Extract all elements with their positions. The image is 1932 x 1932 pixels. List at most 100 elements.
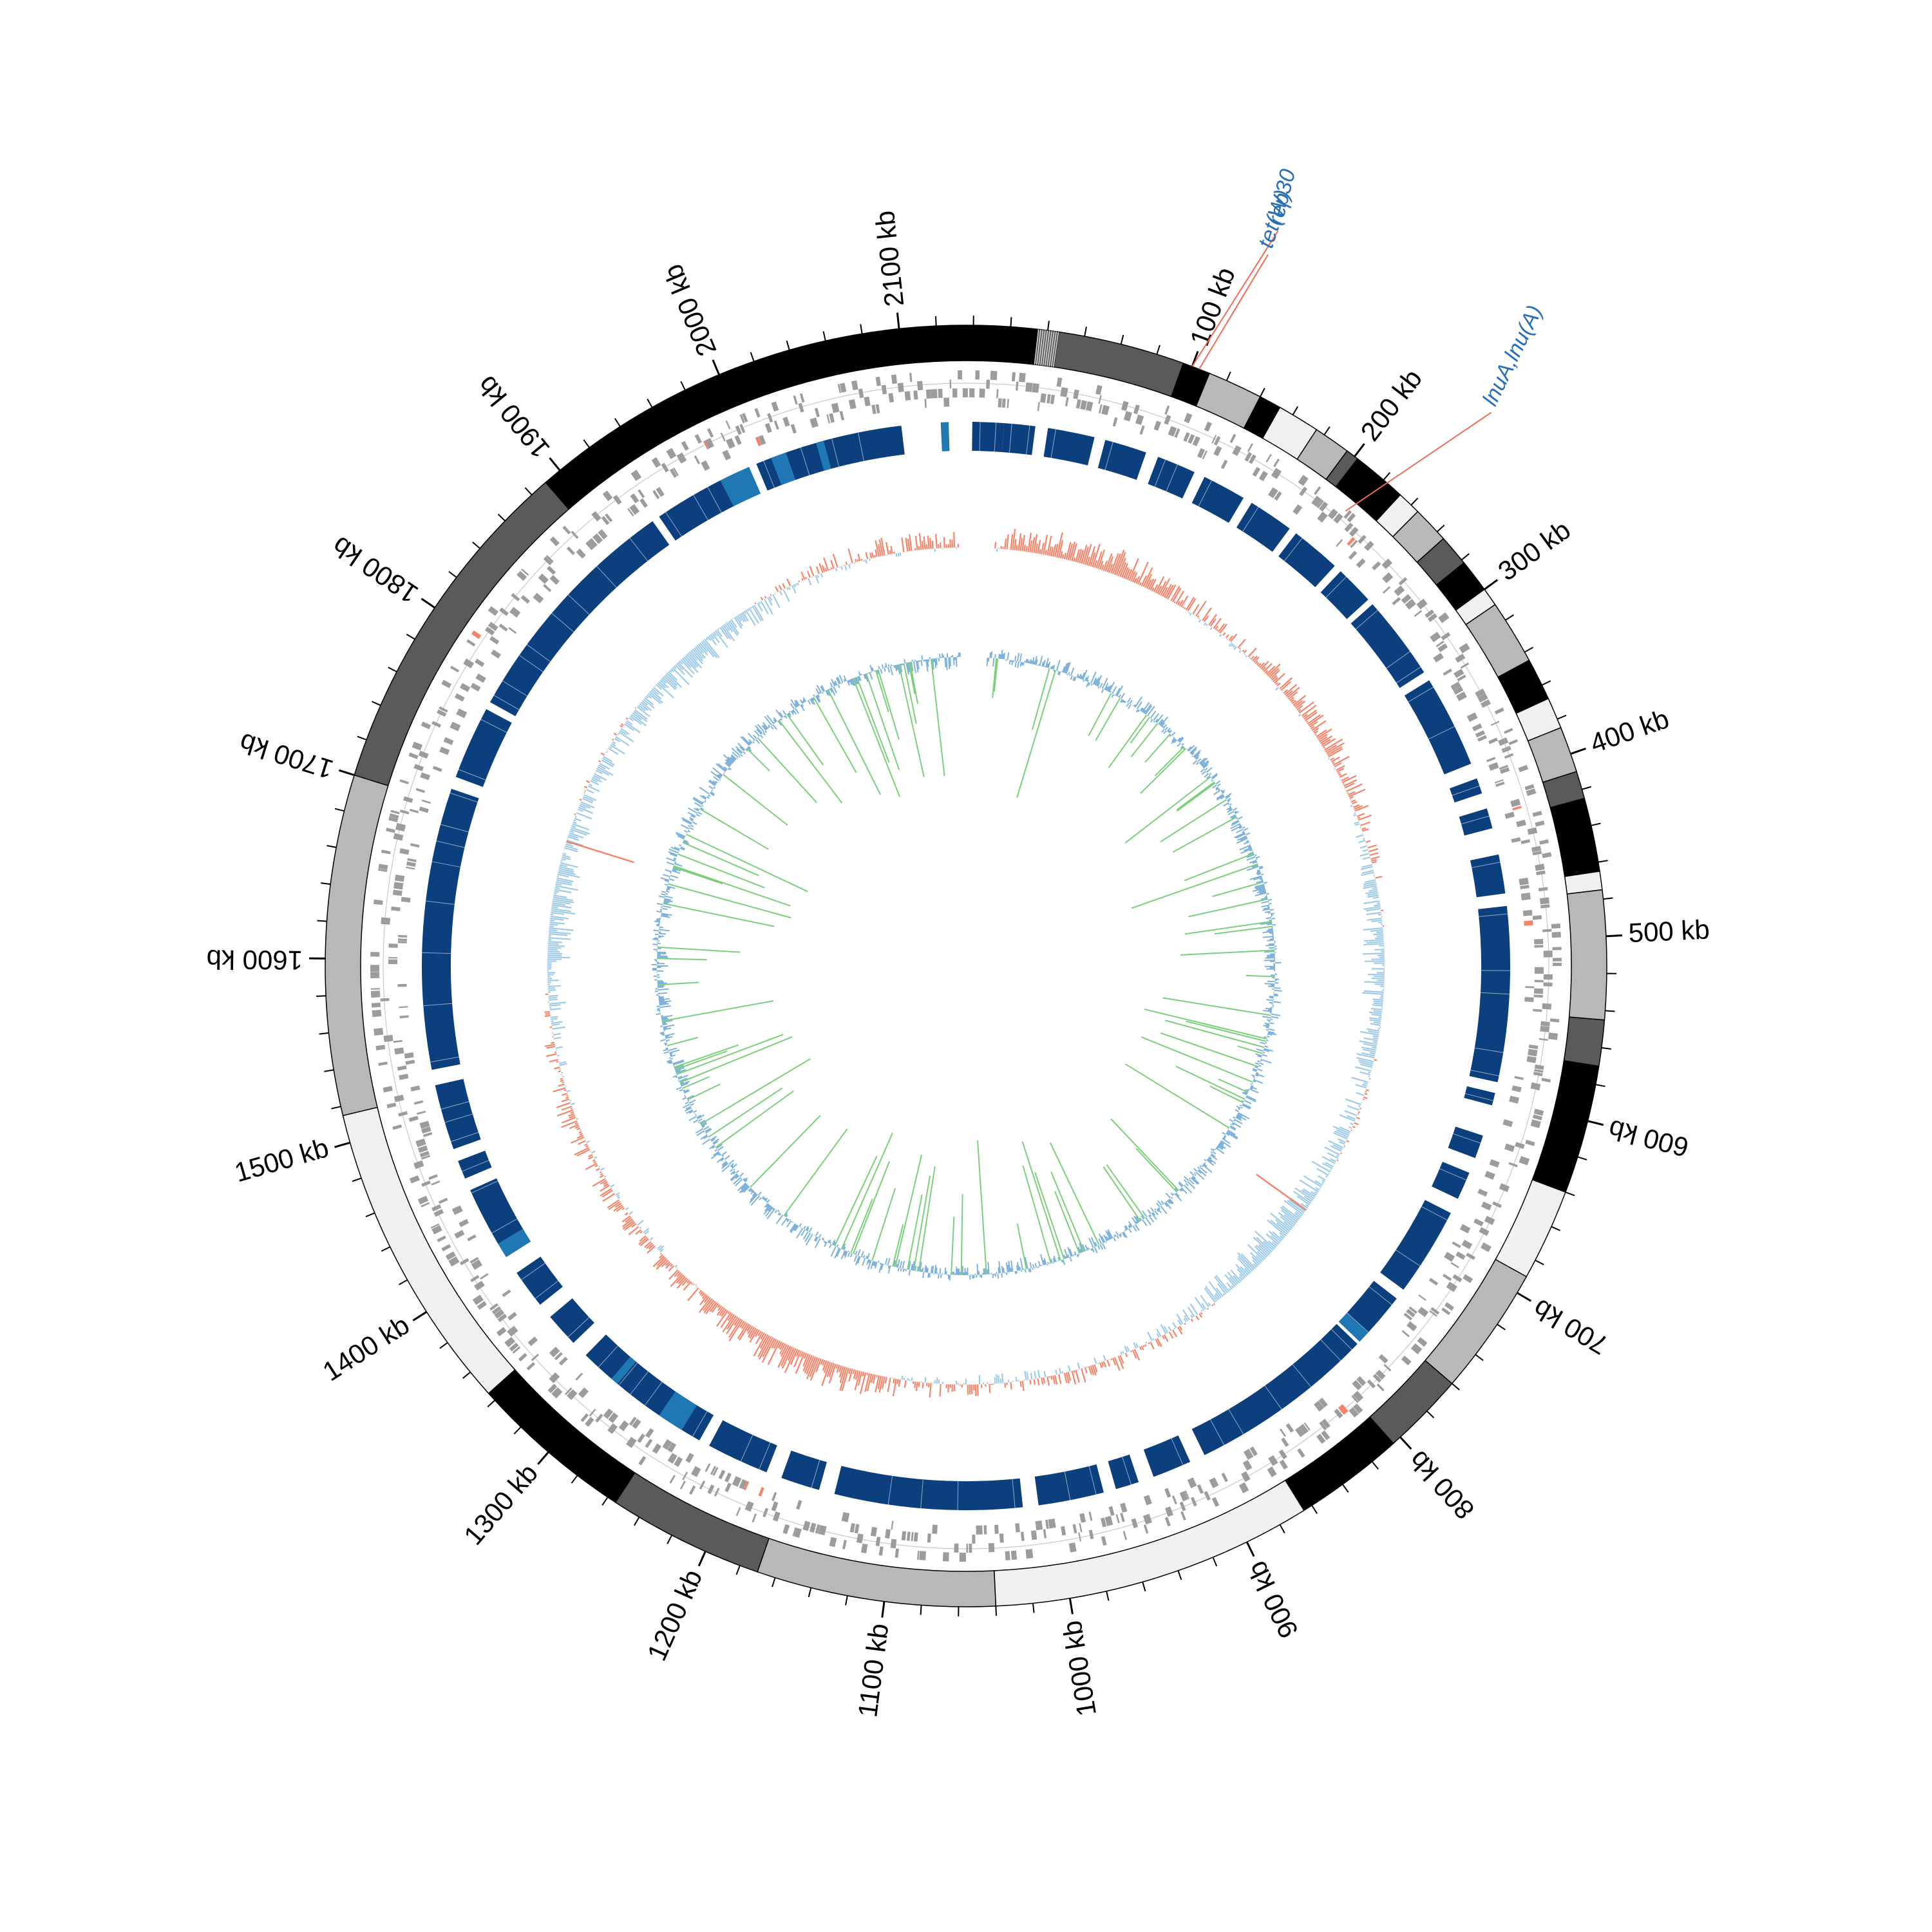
homology-seam xyxy=(1242,507,1259,532)
minor-tick xyxy=(1541,680,1551,686)
gene-block xyxy=(1314,486,1321,495)
gene-block xyxy=(399,1006,408,1009)
homology-seam xyxy=(1479,913,1508,917)
gene-block xyxy=(1532,915,1542,920)
gene-block xyxy=(1032,383,1039,393)
gene-block xyxy=(507,1325,518,1337)
gene-block xyxy=(437,709,447,717)
major-tick xyxy=(1517,1292,1532,1302)
homology-block xyxy=(1108,1454,1139,1490)
gene-block xyxy=(829,413,835,423)
major-tick xyxy=(537,1451,549,1465)
gene-block xyxy=(1333,513,1343,524)
homology-seam xyxy=(422,952,451,954)
gene-block xyxy=(762,1508,769,1518)
gene-block xyxy=(1352,1379,1362,1390)
gene-block xyxy=(1466,712,1478,722)
gene-block xyxy=(1528,1044,1539,1050)
gene-block xyxy=(587,538,598,549)
gene-block xyxy=(1414,610,1423,617)
gene-block xyxy=(676,452,687,464)
gene-block xyxy=(1481,1242,1492,1253)
gene-block xyxy=(1455,1251,1466,1260)
gene-block xyxy=(421,799,431,804)
homology-block xyxy=(1043,428,1095,466)
gene-block xyxy=(1532,811,1542,817)
gene-block xyxy=(710,1466,717,1475)
major-tick xyxy=(896,312,900,329)
gene-block xyxy=(701,460,710,471)
gene-block xyxy=(1525,986,1535,989)
gene-block xyxy=(1321,1418,1331,1428)
gene-block xyxy=(547,1383,558,1394)
gene-block xyxy=(871,404,876,415)
gene-block xyxy=(1299,486,1307,497)
gene-block xyxy=(966,1543,969,1553)
gene-block xyxy=(417,1145,428,1153)
gene-block xyxy=(839,383,847,393)
gene-block xyxy=(1502,1119,1513,1128)
gene-block xyxy=(531,1353,539,1361)
gene-block xyxy=(999,1533,1004,1543)
gene-block xyxy=(389,813,399,819)
gene-block xyxy=(1490,721,1500,726)
minor-tick xyxy=(1591,822,1601,826)
gene-block xyxy=(1539,897,1549,905)
gene-block xyxy=(782,417,790,427)
gene-block xyxy=(1532,851,1542,856)
gene-block xyxy=(878,1546,884,1556)
gene-block xyxy=(771,1501,779,1511)
gene-block xyxy=(475,658,485,667)
gene-block xyxy=(901,1531,907,1541)
gene-block xyxy=(741,413,748,422)
gene-block xyxy=(441,679,452,688)
gene-block xyxy=(1278,1449,1287,1459)
contig-stripe xyxy=(1050,331,1057,367)
gene-block xyxy=(669,468,677,478)
gene-block xyxy=(1536,870,1546,876)
minor-tick xyxy=(920,1605,922,1615)
minor-tick xyxy=(1292,406,1299,415)
gene-block xyxy=(370,972,380,979)
major-tick xyxy=(421,598,435,609)
gene-block xyxy=(1347,513,1356,523)
gene-block xyxy=(1268,1455,1278,1466)
gene-block xyxy=(1131,1518,1139,1528)
gene-block xyxy=(1521,895,1531,900)
gene-block xyxy=(1381,558,1393,569)
homology-seam xyxy=(526,644,551,662)
gene-block xyxy=(1123,411,1133,422)
gene-block xyxy=(793,1528,802,1538)
minor-tick xyxy=(439,1342,448,1349)
gene-block xyxy=(383,1086,393,1093)
homology-seam xyxy=(480,719,507,733)
homology-block xyxy=(1191,1323,1358,1455)
gene-block xyxy=(927,1533,931,1543)
gene-block xyxy=(418,750,429,759)
homology-block xyxy=(709,1420,777,1473)
minor-tick xyxy=(487,1399,496,1408)
gene-block xyxy=(1510,799,1521,808)
gene-block xyxy=(471,1259,483,1270)
gene-block xyxy=(685,1452,694,1463)
gene-block xyxy=(1061,1526,1066,1536)
gene-block xyxy=(864,396,871,406)
gene-block xyxy=(1056,377,1063,387)
gene-block xyxy=(1378,1354,1388,1364)
gene-block xyxy=(1549,1018,1560,1023)
minor-tick xyxy=(667,1535,673,1544)
gene-block xyxy=(990,370,998,381)
gene-block xyxy=(1285,1423,1294,1433)
gene-block xyxy=(401,896,411,903)
scale-label: 1200 kb xyxy=(641,1565,708,1665)
gene-block xyxy=(1540,904,1550,909)
gene-block xyxy=(630,469,642,481)
gene-block xyxy=(1048,1519,1056,1529)
gene-block xyxy=(1406,1309,1416,1318)
gene-block xyxy=(607,1423,618,1434)
gene-block xyxy=(682,1472,688,1481)
homology-seam xyxy=(535,1280,559,1299)
homology-seam xyxy=(1331,1329,1352,1350)
gene-block xyxy=(470,683,481,692)
gene-block xyxy=(793,395,798,405)
